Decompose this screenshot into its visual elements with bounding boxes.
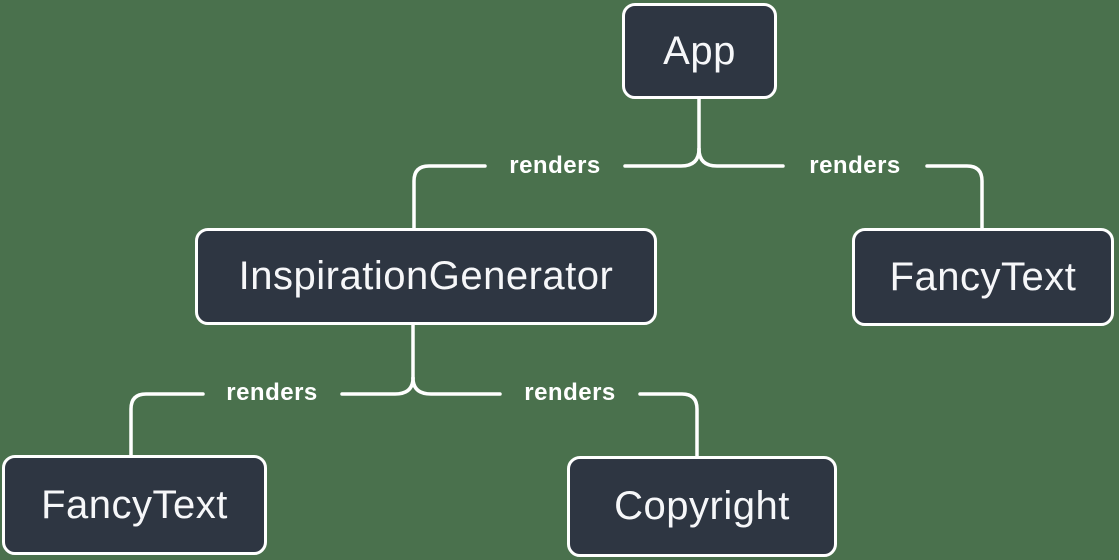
- node-inspiration-generator-label: InspirationGenerator: [238, 254, 614, 298]
- edge-inspiration-fancytext-b: [129, 392, 205, 457]
- node-fancy-text-right: FancyText: [852, 228, 1114, 326]
- node-fancy-text-right-label: FancyText: [889, 254, 1077, 299]
- edge-inspiration-copyright-b: [638, 392, 699, 458]
- node-copyright-label: Copyright: [614, 484, 790, 528]
- edge-label-inspiration-fancytext: renders: [226, 379, 318, 406]
- node-app: App: [622, 3, 777, 99]
- node-fancy-text-left-label: FancyText: [41, 482, 228, 527]
- edge-label-app-fancytext: renders: [809, 152, 901, 179]
- edge-app-inspiration-b: [412, 164, 487, 230]
- edge-label-inspiration-copyright: renders: [524, 379, 616, 406]
- node-copyright: Copyright: [567, 456, 837, 557]
- edge-inspiration-copyright-a: [411, 376, 502, 396]
- edge-app-fancytext-b: [925, 164, 984, 230]
- edge-label-app-inspiration: renders: [509, 152, 601, 179]
- node-fancy-text-left: FancyText: [2, 455, 267, 555]
- edge-inspiration-fancytext-a: [340, 376, 415, 396]
- node-app-label: App: [663, 28, 736, 73]
- node-inspiration-generator: InspirationGenerator: [195, 228, 657, 325]
- edge-app-fancytext-a: [697, 147, 785, 168]
- edge-app-inspiration-a: [623, 147, 701, 168]
